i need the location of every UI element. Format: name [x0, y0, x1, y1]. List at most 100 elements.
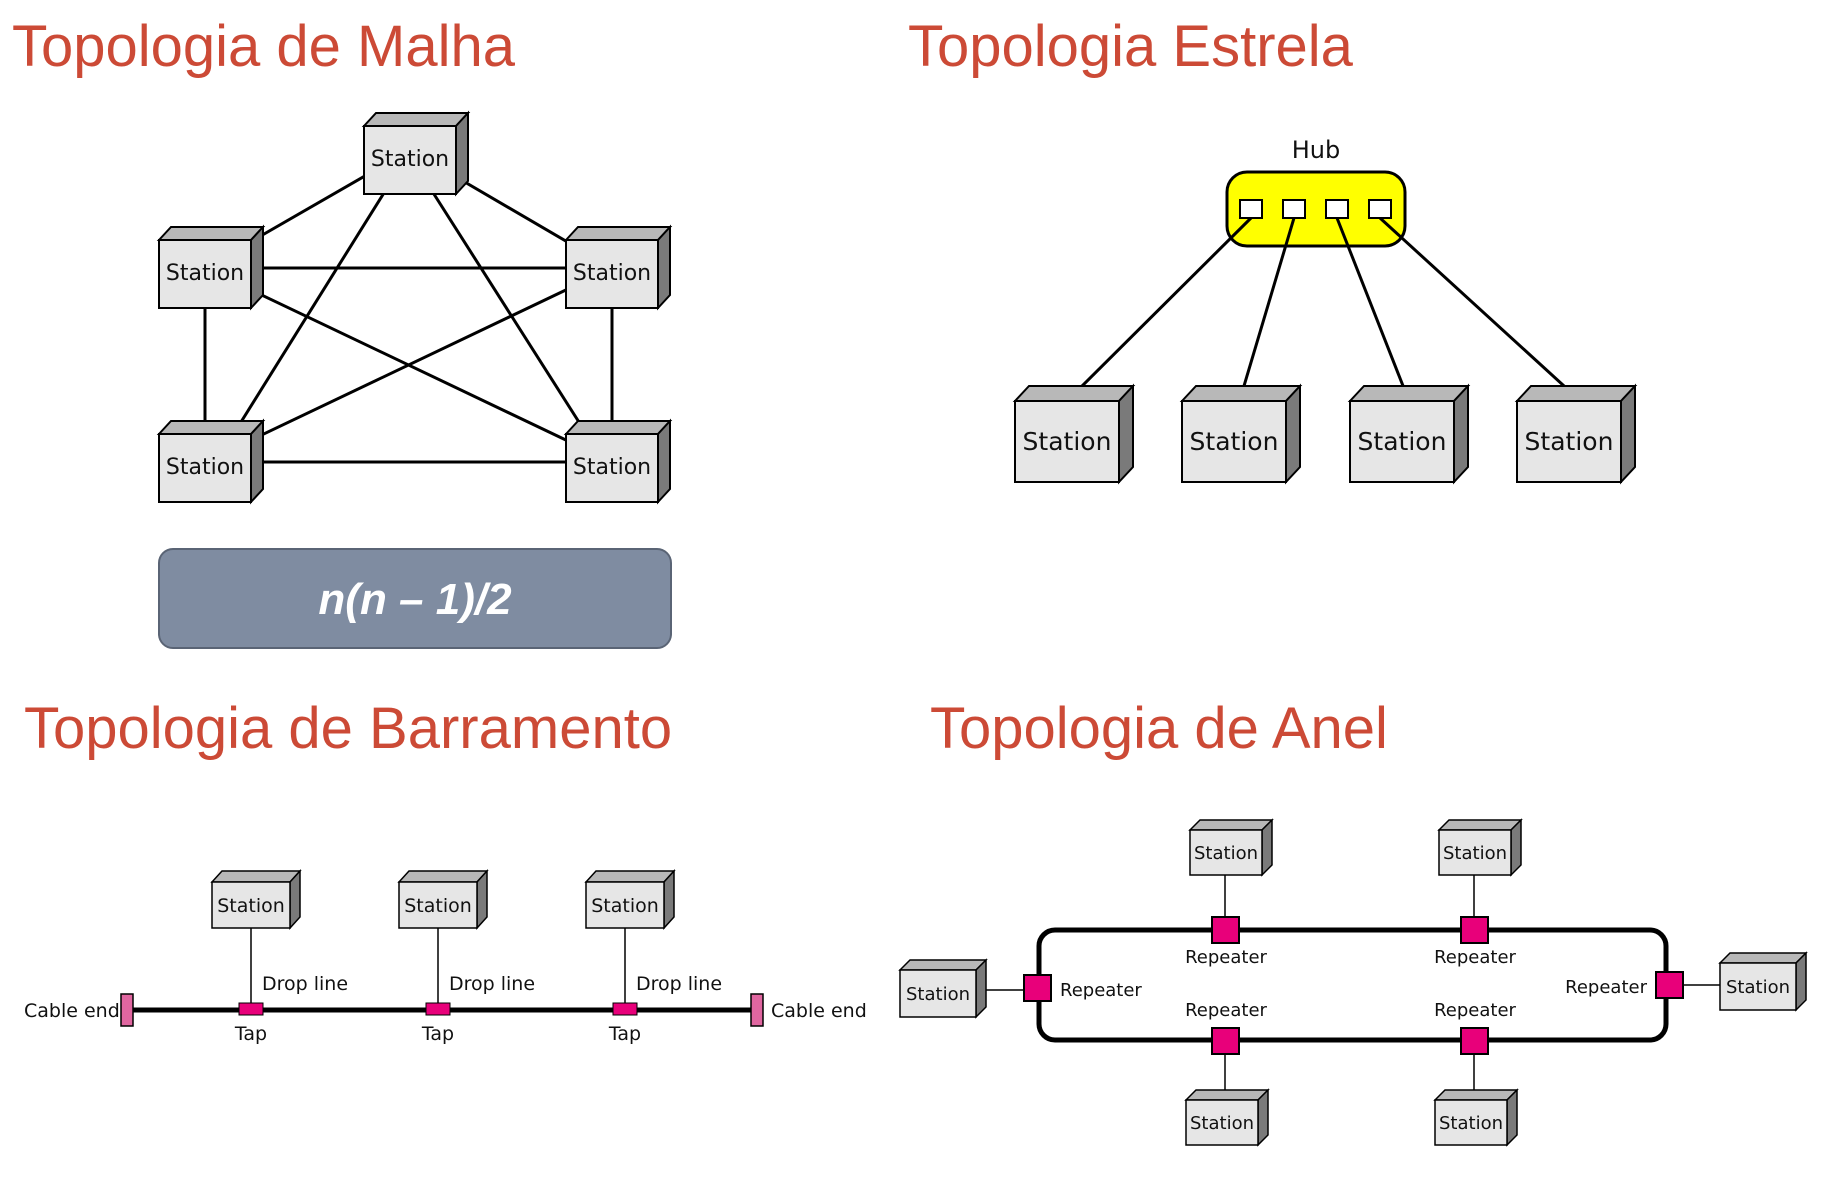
tap	[612, 1002, 638, 1016]
station-side	[1285, 383, 1301, 485]
mesh-station: Station	[361, 110, 471, 197]
station-top	[563, 226, 673, 241]
drop-line-label: Drop line	[636, 973, 722, 995]
bus-drop: Drop line Tap Station	[397, 869, 535, 1045]
cable-end-left	[120, 993, 134, 1027]
star-link	[1070, 216, 1253, 398]
repeater-label: Repeater	[1434, 947, 1516, 968]
hub	[1225, 170, 1407, 248]
station-front	[565, 433, 659, 503]
bus-drop: Drop line Tap Station	[584, 869, 722, 1045]
station-front	[1349, 400, 1455, 483]
station-front	[1434, 1099, 1508, 1146]
station-side	[289, 869, 301, 930]
station-top	[898, 959, 988, 971]
mesh-station: Station	[563, 224, 673, 311]
repeater-label: Repeater	[1434, 1000, 1516, 1021]
tap-label: Tap	[608, 1023, 641, 1045]
ring-station: Station	[1433, 1088, 1519, 1147]
station-top	[1184, 1089, 1270, 1101]
star-links	[1070, 216, 1577, 398]
station-front	[158, 239, 252, 309]
bus-station: Station	[397, 869, 489, 930]
station-front	[158, 433, 252, 503]
mesh-station: Station	[563, 418, 673, 505]
formula-background	[158, 548, 672, 649]
station-side	[476, 869, 488, 930]
station-label: Station	[217, 895, 285, 917]
station-side	[1506, 1088, 1518, 1147]
station-top	[1433, 1089, 1519, 1101]
star-link	[1378, 216, 1577, 398]
mesh-link	[423, 179, 586, 431]
hub-label: Hub	[1292, 136, 1341, 164]
station-top	[1718, 952, 1808, 964]
station-top	[563, 420, 673, 435]
station-top	[156, 226, 266, 241]
star-link	[1239, 217, 1296, 397]
station-side	[657, 418, 671, 505]
repeater-label: Repeater	[1185, 1000, 1267, 1021]
mesh-topology: Topologia de Malha Station Station	[12, 14, 673, 649]
repeater	[1655, 971, 1684, 999]
tap	[238, 1002, 264, 1016]
star-station: Station	[1179, 383, 1303, 485]
tap-label: Tap	[421, 1023, 454, 1045]
station-top	[397, 870, 489, 883]
mesh-station: Station	[156, 418, 266, 505]
station-label: Station	[166, 261, 244, 286]
ring-station: Station	[1437, 818, 1523, 877]
tap-label: Tap	[234, 1023, 267, 1045]
ring-station: Station	[898, 958, 988, 1019]
station-side	[1620, 383, 1636, 485]
repeater-label: Repeater	[1185, 947, 1267, 968]
repeater	[1460, 1027, 1489, 1055]
ring-title: Topologia de Anel	[930, 696, 1388, 761]
station-label: Station	[573, 261, 651, 286]
repeater-label: Repeater	[1060, 980, 1142, 1001]
mesh-links	[203, 148, 614, 464]
station-label: Station	[1443, 843, 1507, 864]
station-front	[565, 239, 659, 309]
mesh-station: Station	[156, 224, 266, 311]
cable-end-left-label: Cable end	[24, 1000, 120, 1022]
station-front	[1516, 400, 1622, 483]
station-label: Station	[1439, 1113, 1503, 1134]
station-label: Station	[1190, 427, 1279, 456]
ring-topology: Topologia de Anel Repeater Repeater Repe…	[898, 696, 1808, 1147]
repeaters	[1023, 916, 1684, 1055]
station-front	[1438, 829, 1512, 876]
station-top	[1514, 385, 1638, 402]
station-front	[363, 125, 457, 195]
repeater-label: Repeater	[1565, 977, 1647, 998]
station-label: Station	[1525, 427, 1614, 456]
station-side	[657, 224, 671, 311]
station-top	[584, 870, 676, 883]
station-label: Station	[1194, 843, 1258, 864]
station-top	[361, 112, 471, 127]
station-front	[585, 881, 665, 929]
station-front	[1189, 829, 1263, 876]
station-top	[1437, 819, 1523, 831]
station-top	[1188, 819, 1274, 831]
station-label: Station	[906, 984, 970, 1005]
bus-title: Topologia de Barramento	[24, 696, 672, 761]
station-label: Station	[371, 147, 449, 172]
drop-line-label: Drop line	[262, 973, 348, 995]
station-label: Station	[1023, 427, 1112, 456]
star-topology: Topologia Estrela Hub Station Station	[908, 14, 1638, 485]
hub-port	[1282, 199, 1306, 219]
station-side	[250, 224, 264, 311]
hub-port	[1325, 199, 1349, 219]
station-label: Station	[404, 895, 472, 917]
repeater	[1211, 1027, 1240, 1055]
station-side	[975, 958, 987, 1019]
station-front	[1181, 400, 1287, 483]
station-front	[1185, 1099, 1259, 1146]
station-label: Station	[1358, 427, 1447, 456]
bus-station: Station	[584, 869, 676, 930]
mesh-link	[204, 266, 613, 464]
station-top	[1347, 385, 1471, 402]
station-side	[1118, 383, 1134, 485]
bus-topology: Topologia de Barramento Cable end Cable …	[24, 696, 867, 1045]
